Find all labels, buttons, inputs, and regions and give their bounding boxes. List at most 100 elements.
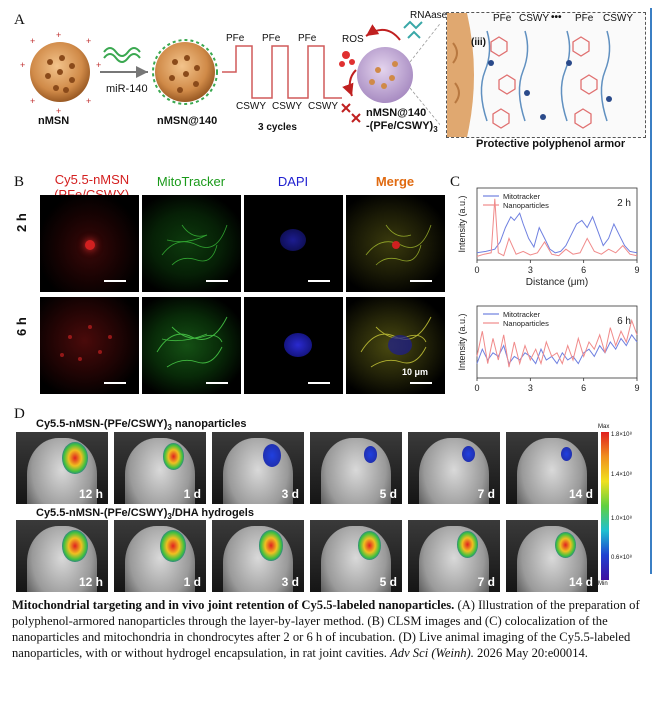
nmsn140-particle (152, 39, 218, 105)
col-header-mitotracker: MitoTracker (156, 174, 226, 189)
chart-time-label: 2 h (617, 198, 631, 209)
timepoint-label: 3 d (281, 575, 299, 589)
nmsn-label: nMSN (38, 115, 70, 127)
caption-body: (A) Illustration of the preparation of p… (12, 598, 640, 660)
fluorescence-signal (262, 444, 281, 468)
x-tick-label: 6 (581, 265, 586, 275)
figure-caption: Mitochondrial targeting and in vivo join… (12, 597, 642, 661)
timepoint-label: 12 h (78, 575, 103, 589)
timepoint-label: 5 d (379, 575, 397, 589)
x-tick-label: 3 (528, 265, 533, 275)
nmsn-particle: ++++ ++++ (20, 30, 101, 116)
fluorescence-signal (160, 530, 186, 562)
panel-b-letter: B (14, 174, 25, 190)
series-line-mitotracker (476, 212, 638, 254)
svg-text:+: + (96, 60, 101, 70)
timepoint-label: 7 d (477, 487, 495, 501)
fluorescence-signal (62, 442, 88, 474)
timepoint-label: 1 d (183, 575, 201, 589)
timepoint-label: 14 d (568, 575, 593, 589)
timepoint-label: 7 d (477, 575, 495, 589)
row-label-2h: 2 h (14, 213, 29, 232)
mir-label: miR-140 (106, 83, 148, 95)
x-tick-label: 0 (474, 265, 479, 275)
panel-a-letter: A (14, 12, 25, 28)
col-header-dapi: DAPI (277, 174, 309, 189)
pfe-label-2: PFe (262, 33, 281, 44)
ivis-image-1-1: 12 h (16, 432, 108, 504)
svg-text:+: + (30, 96, 35, 106)
ivis-image-1-3: 3 d (212, 432, 304, 504)
svg-text:+: + (20, 60, 25, 70)
panel-d-letter: D (14, 406, 25, 422)
clsm-2h-dapi (244, 195, 343, 292)
clsm-2h-cy55 (40, 195, 139, 292)
fluorescence-signal (456, 531, 479, 559)
ros-arrow (342, 69, 357, 97)
inset-cswy-2: CSWY (603, 13, 633, 24)
fluorescence-signal (258, 530, 284, 562)
polyphenol-network (447, 13, 612, 137)
right-edge-rule (650, 8, 652, 574)
row1-title: Cy5.5-nMSN-(PFe/CSWY)3 nanoparticles (36, 418, 247, 433)
fluorescence-signal (555, 531, 576, 558)
ivis-image-1-4: 5 d (310, 432, 402, 504)
y-axis-label: Intensity (a.u.) (457, 195, 467, 252)
timepoint-label: 1 d (183, 487, 201, 501)
x-tick-label: 6 (581, 383, 586, 392)
colorbar-tick-2: 1.4×10⁸ (611, 472, 633, 478)
colorbar-min-label: Min (598, 581, 608, 587)
clsm-2h-mito (142, 195, 241, 292)
caption-citation: 2026 May 20:e00014. (473, 646, 588, 660)
timepoint-label: 12 h (78, 487, 103, 501)
timepoint-label: 5 d (379, 487, 397, 501)
inset-dots: ••• (551, 12, 562, 23)
series-line-nanoparticles (476, 198, 638, 257)
ivis-image-2-4: 5 d (310, 520, 402, 592)
fluorescence-signal (357, 530, 381, 560)
chart-time-label: 6 h (617, 316, 631, 327)
colorbar-tick-3: 1.0×10⁸ (611, 516, 633, 522)
fluorescence-signal (462, 446, 475, 462)
colorbar-tick-4: 0.6×10⁸ (611, 555, 633, 561)
rnase-label: RNAase (410, 10, 448, 21)
cswy-label-2: CSWY (272, 101, 302, 112)
blocked-ros-icon (341, 103, 361, 123)
caption-title: Mitochondrial targeting and in vivo join… (12, 598, 455, 612)
clsm-6h-cy55 (40, 297, 139, 394)
timepoint-label: 14 d (568, 487, 593, 501)
clsm-6h-mito (142, 297, 241, 394)
legend-label: Nanoparticles (503, 319, 549, 328)
scale-label: 10 μm (402, 367, 429, 377)
panel-c-letter: C (450, 174, 461, 190)
pfe-label-3: PFe (298, 33, 317, 44)
x-tick-label: 9 (634, 265, 639, 275)
x-tick-label: 0 (474, 383, 479, 392)
x-axis-label: Distance (μm) (526, 277, 588, 288)
clsm-2h-merge (346, 195, 445, 292)
cycles-label: 3 cycles (258, 122, 297, 133)
svg-text:+: + (86, 96, 91, 106)
chart-frame (476, 187, 638, 261)
clsm-6h-dapi (244, 297, 343, 394)
ivis-image-2-1: 12 h (16, 520, 108, 592)
colorbar-max-label: Max (598, 424, 610, 430)
nmsn140-label: nMSN@140 (157, 115, 218, 127)
inset-caption: Protective polyphenol armor (476, 138, 626, 150)
ros-icon (339, 51, 355, 67)
inset-tag: (iii) (471, 37, 486, 48)
armored-nanoparticle (357, 47, 413, 103)
inset-pfe-2: PFe (575, 13, 594, 24)
fluorescence-signal (162, 443, 185, 471)
rnase-enzyme-icon (403, 20, 423, 39)
rnase-arrow (365, 24, 401, 41)
ivis-image-2-6: 14 d (506, 520, 598, 592)
ivis-image-1-2: 1 d (114, 432, 206, 504)
fluorescence-signal (561, 446, 573, 461)
y-axis-label: Intensity (a.u.) (457, 313, 467, 370)
legend-label: Mitotracker (503, 310, 541, 319)
fluorescence-signal (363, 445, 378, 463)
ivis-image-1-5: 7 d (408, 432, 500, 504)
inset-pfe-1: PFe (493, 13, 512, 24)
clsm-6h-merge: 10 μm (346, 297, 445, 394)
